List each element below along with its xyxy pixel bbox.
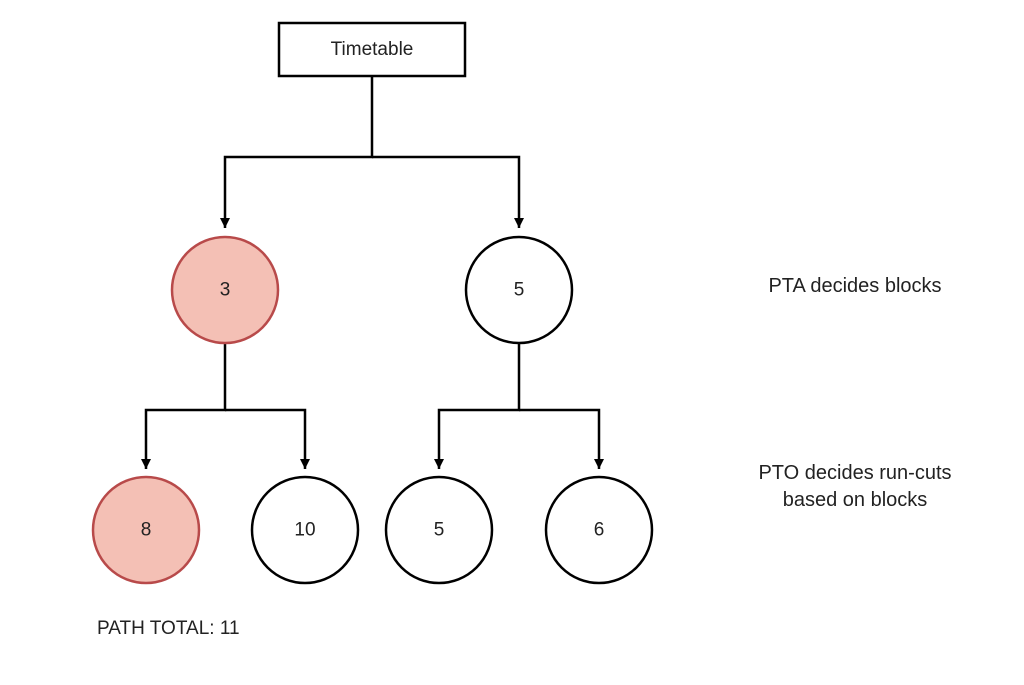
pta-annotation-text: PTA decides blocks (768, 275, 942, 297)
connector-root-to-3 (220, 76, 374, 228)
connector-5-to-6 (519, 408, 604, 469)
node-level2-rr: 6 (544, 475, 654, 585)
node-circle-5 (464, 235, 574, 345)
node-level2-ll: 8 (91, 475, 201, 585)
node-circle-8 (91, 475, 201, 585)
node-circle-5-leaf (384, 475, 494, 585)
node-value-3: 3 (220, 280, 231, 301)
root-node-timetable: Timetable (277, 21, 467, 78)
connector-3-to-10 (225, 408, 310, 469)
pto-annotation: PTO decides run-cuts based on blocks (720, 460, 990, 514)
node-value-10: 10 (294, 520, 315, 541)
node-circle-6 (544, 475, 654, 585)
node-circle-10 (250, 475, 360, 585)
node-value-5: 5 (514, 280, 525, 301)
node-circle-3 (170, 235, 280, 345)
node-level2-rl: 5 (384, 475, 494, 585)
node-level2-lr: 10 (250, 475, 360, 585)
node-level1-left: 3 (170, 235, 280, 345)
root-label: Timetable (331, 39, 414, 60)
pta-annotation: PTA decides blocks (730, 273, 980, 300)
pto-annotation-line2: based on blocks (782, 489, 928, 511)
path-total-label: PATH TOTAL: 11 (97, 618, 240, 639)
connector-3-to-8 (141, 344, 227, 469)
connector-root-to-5 (372, 155, 524, 228)
node-level1-right: 5 (464, 235, 574, 345)
node-value-6: 6 (594, 520, 605, 541)
pto-annotation-line1: PTO decides run-cuts (758, 462, 952, 484)
node-value-8: 8 (141, 520, 152, 541)
tree-connectors (141, 76, 604, 469)
connector-5-to-5 (434, 344, 521, 469)
root-box (277, 21, 467, 78)
node-value-5-leaf: 5 (434, 520, 445, 541)
